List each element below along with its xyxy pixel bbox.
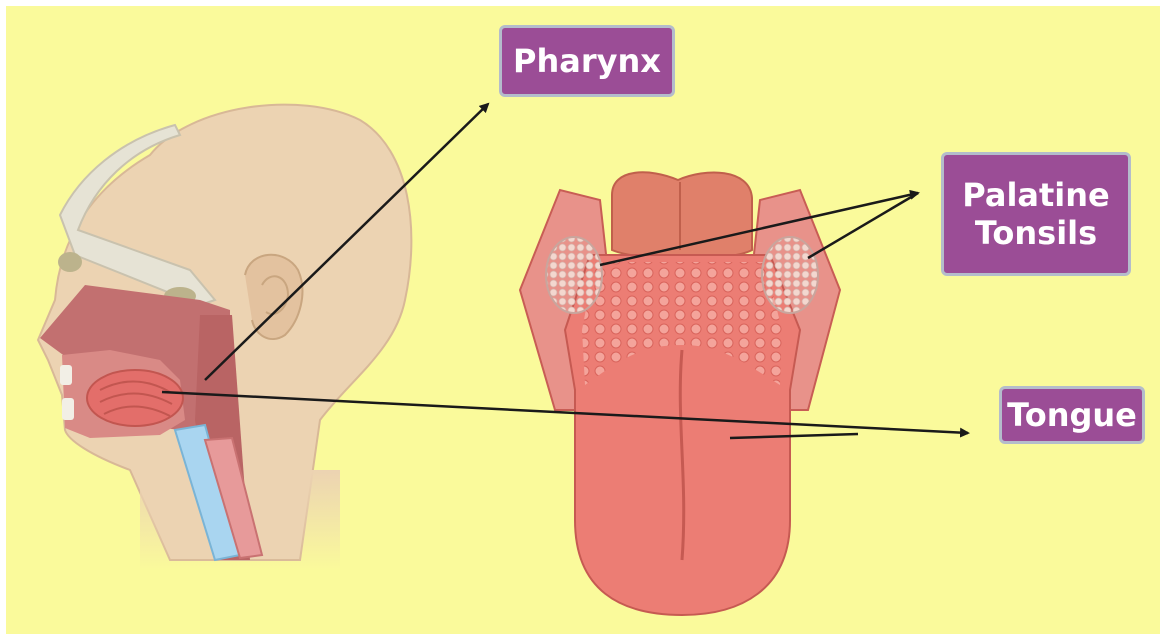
label-pharynx: Pharynx [499, 25, 675, 97]
head-illustration [38, 105, 411, 570]
tongue-illustration [520, 172, 840, 615]
label-palatine-tonsils: Palatine Tonsils [941, 152, 1131, 276]
palatine-tonsil-right [762, 237, 818, 313]
sinus [58, 252, 82, 272]
label-tongue: Tongue [999, 386, 1145, 444]
tongue-side-view [87, 370, 183, 426]
arrow-tonsil-right [808, 193, 918, 258]
palatine-tonsil-left [546, 237, 602, 313]
